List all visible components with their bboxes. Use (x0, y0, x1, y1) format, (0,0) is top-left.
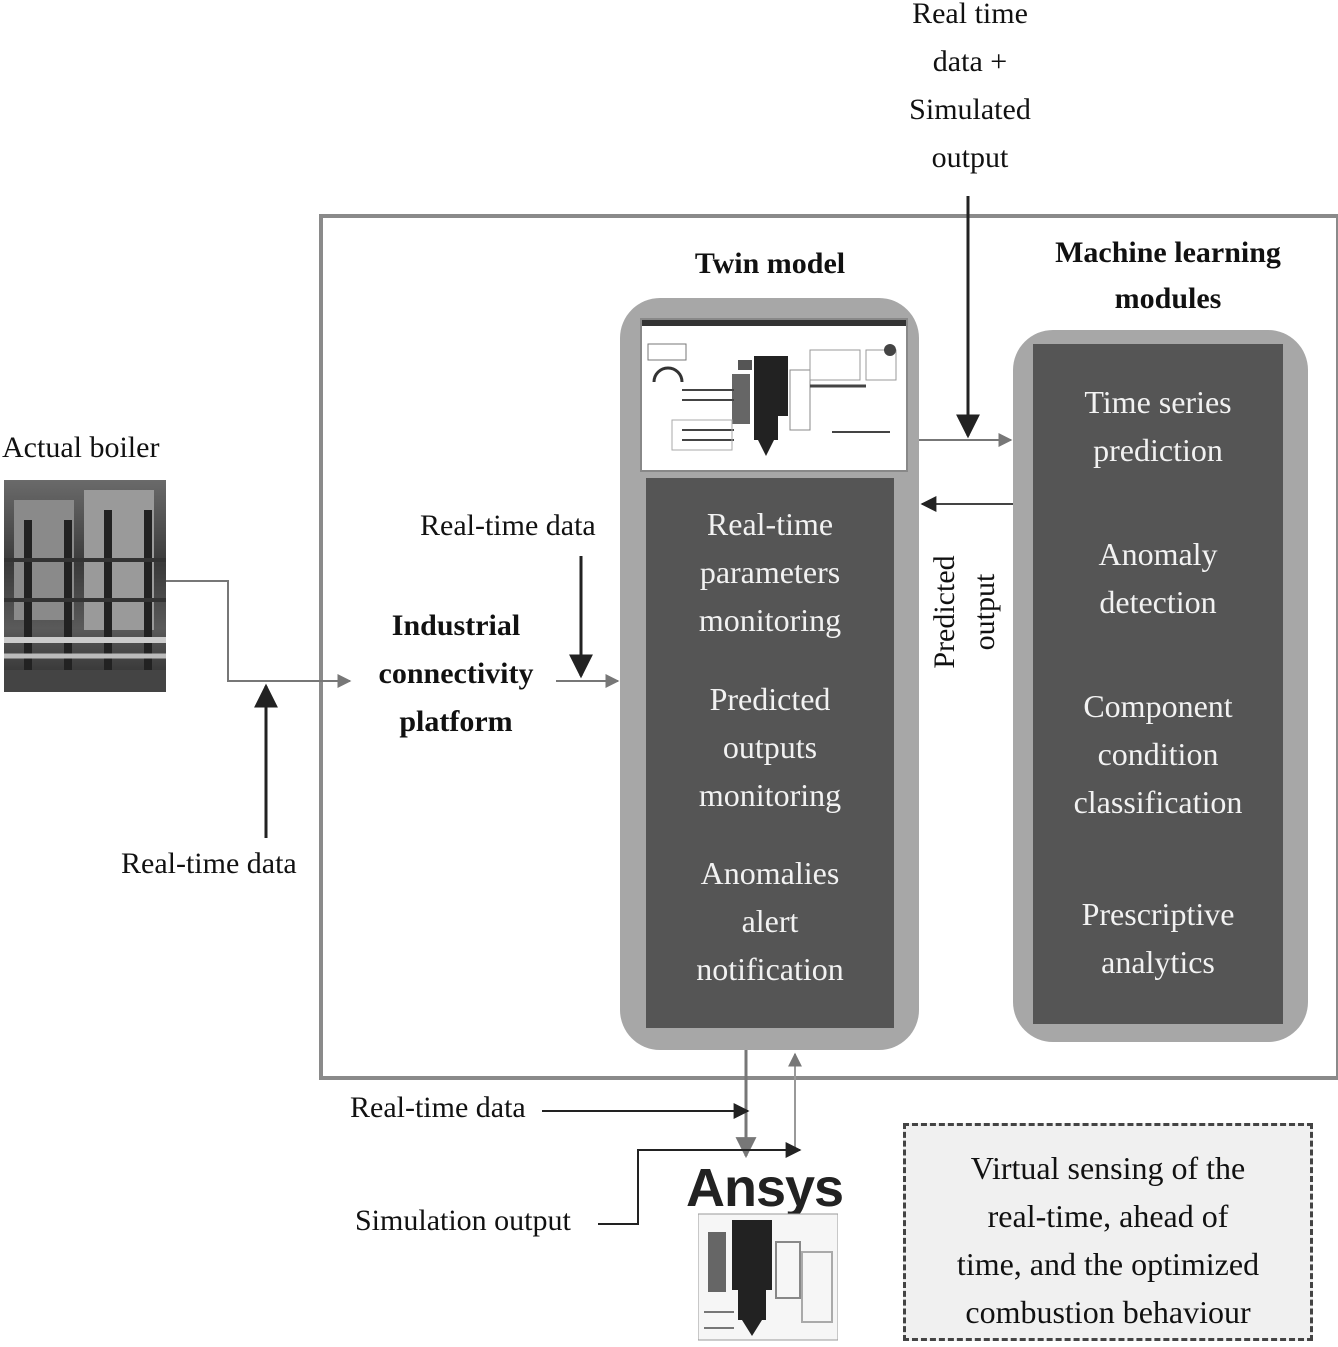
twin-hmi-screenshot (640, 318, 908, 472)
boiler-photo (4, 480, 166, 692)
actual-boiler-label: Actual boiler (2, 431, 160, 464)
ansys-boiler-icon (697, 1213, 839, 1341)
hmi-boiler-icon (642, 320, 906, 456)
label-realtime-bottom: Real-time data (350, 1091, 526, 1124)
label-realtime-top: Real-time data (420, 509, 596, 542)
virtual-sensing-box: Virtual sensing of the real-time, ahead … (903, 1123, 1313, 1341)
twin-model-title: Twin model (694, 247, 846, 280)
industrial-platform-label: Industrial connectivity platform (378, 609, 534, 738)
label-realtime-simulated: Real time data + Simulated output (909, 0, 1031, 174)
ansys-logo: Ansys (686, 1158, 844, 1218)
label-simulation-output: Simulation output (355, 1204, 571, 1237)
system-frame (319, 214, 1338, 1080)
ml-modules-title: Machine learning modules (1055, 236, 1281, 315)
boiler-structure-icon (4, 490, 166, 692)
arrow-boiler-to-platform (166, 580, 352, 688)
arrow-simulation-output (598, 1142, 802, 1225)
label-realtime-left: Real-time data (121, 847, 297, 880)
virtual-sensing-text: Virtual sensing of the real-time, ahead … (956, 1150, 1260, 1330)
ansys-boiler-model (697, 1212, 839, 1342)
